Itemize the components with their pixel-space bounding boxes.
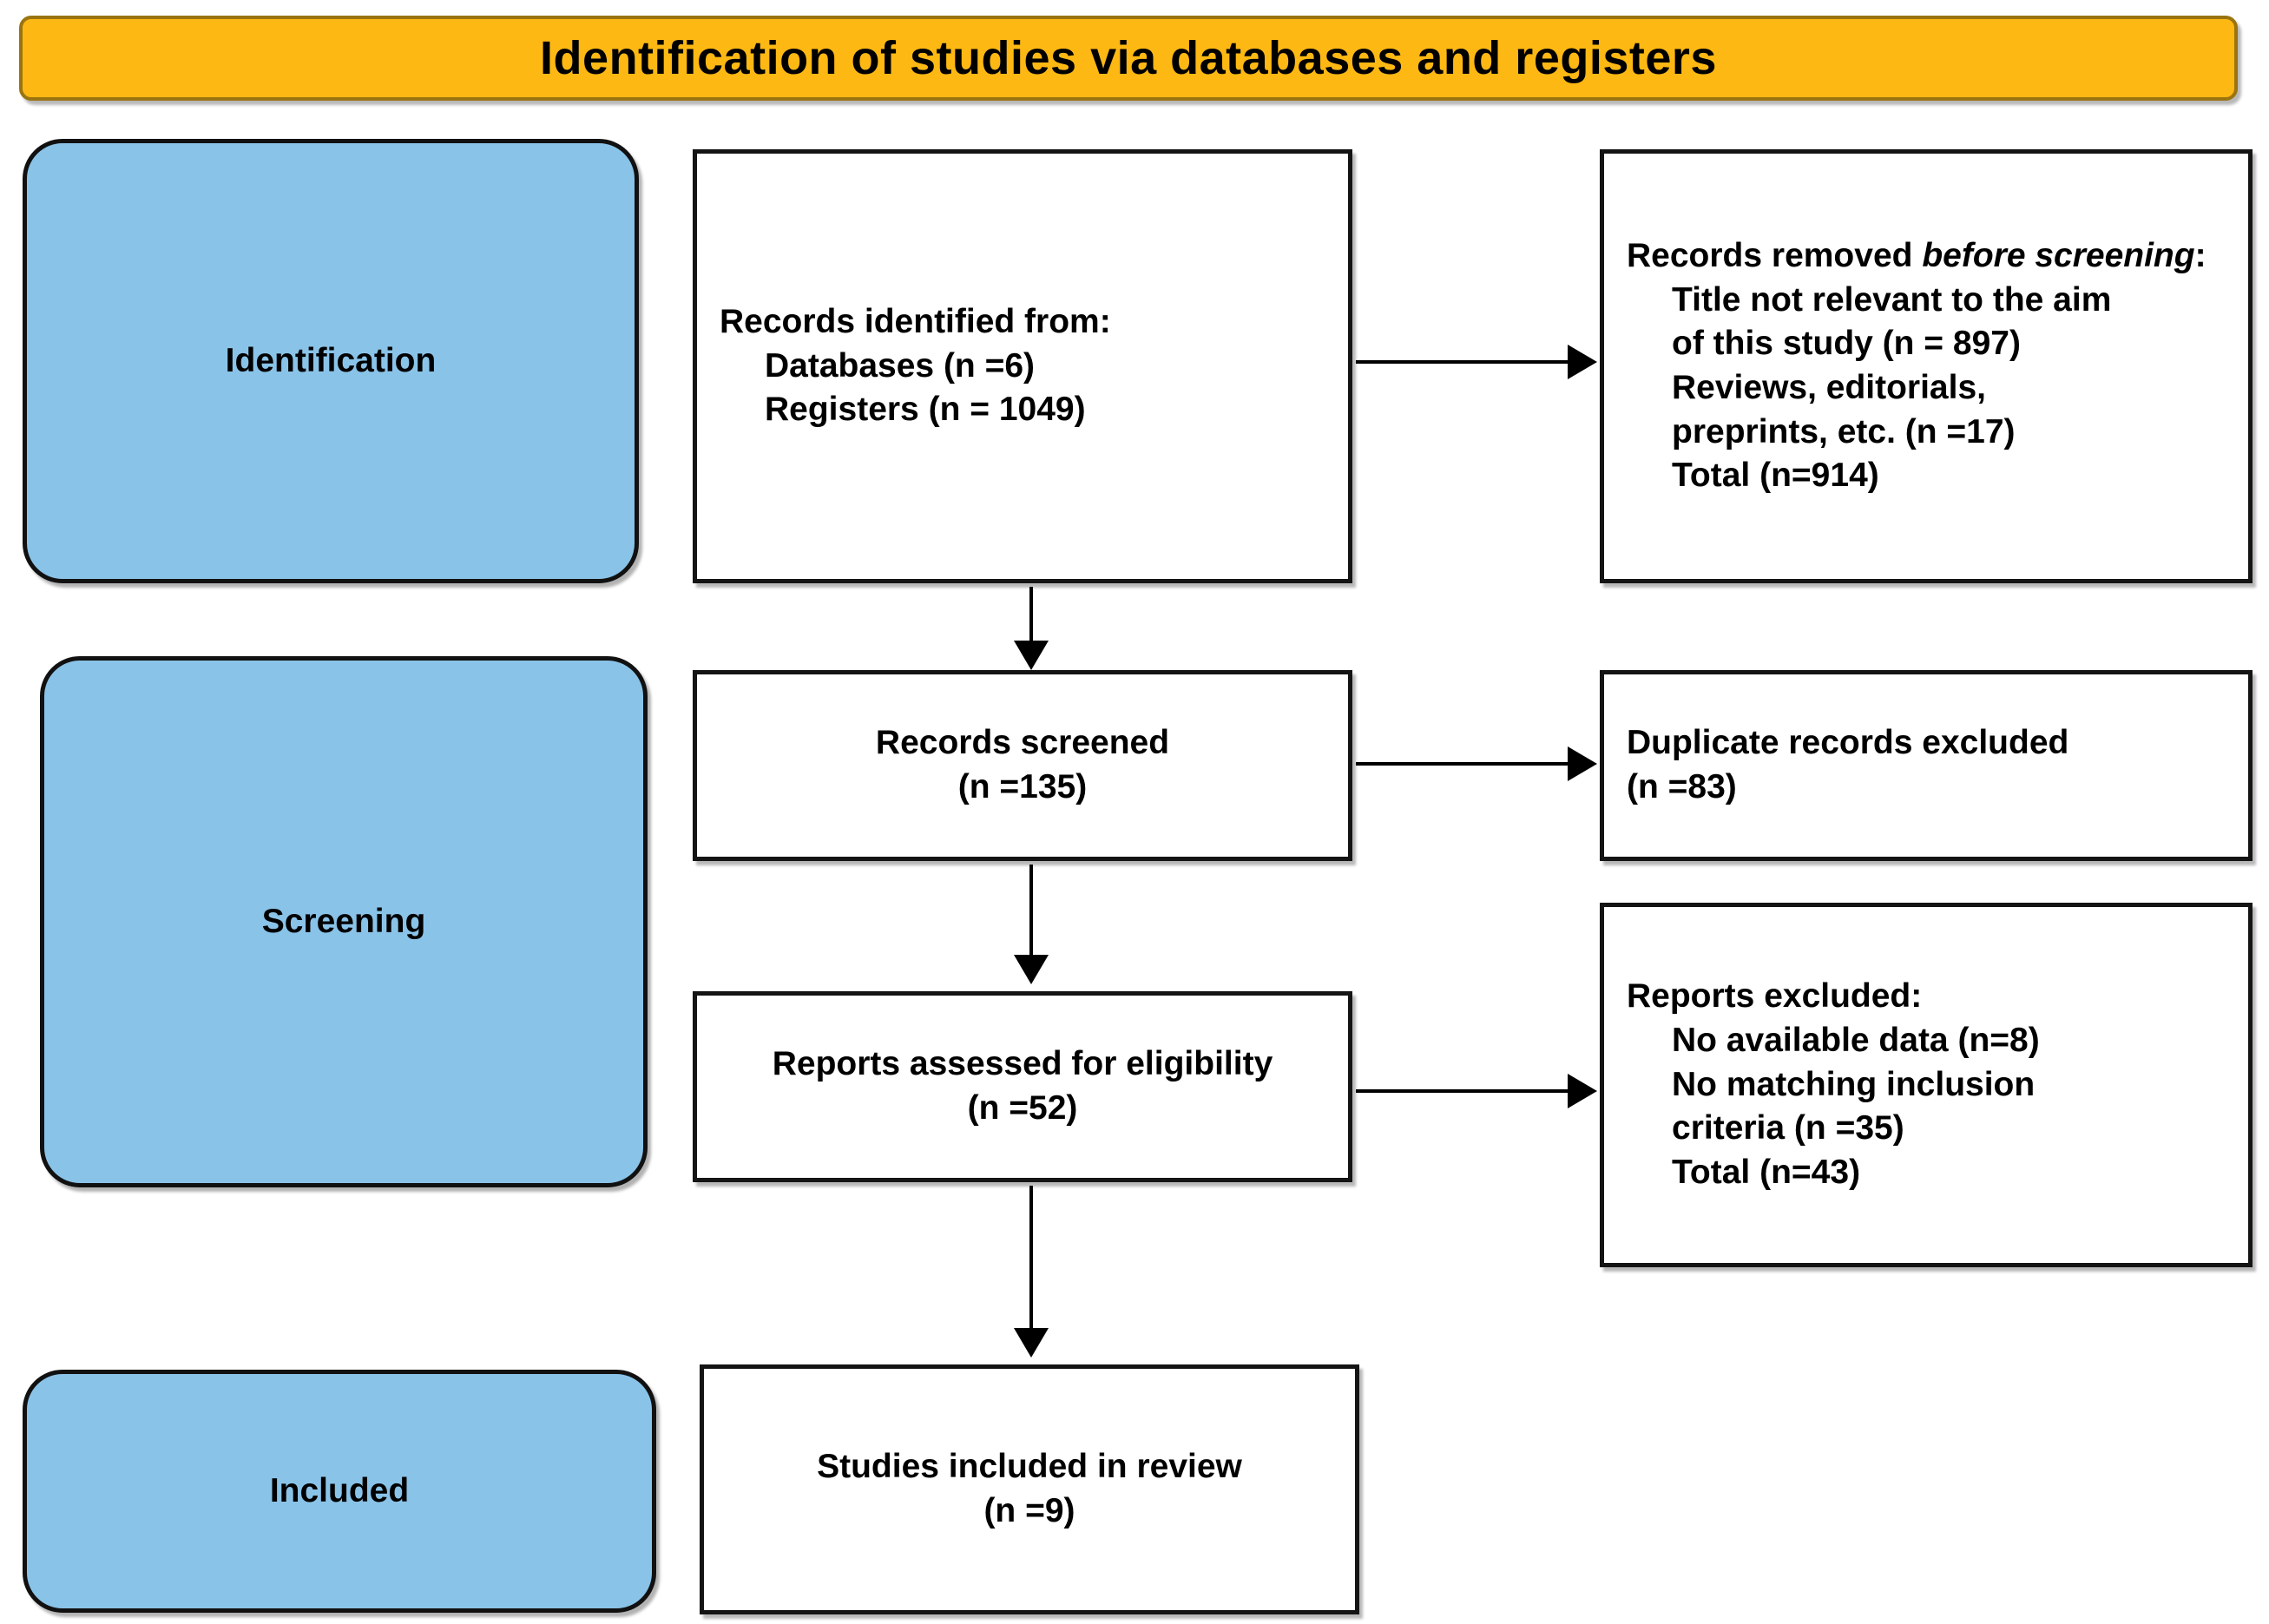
stage-box-included: Included [23, 1370, 656, 1613]
duplicates-excluded-line-1: (n =83) [1627, 768, 1737, 805]
stage-label-identification: Identification [225, 342, 437, 379]
records-identified-line-2: Registers (n = 1049) [765, 391, 1086, 429]
reports-excluded-line-2: No matching inclusion [1672, 1065, 2036, 1103]
records-removed-line-4: Total (n=914) [1672, 457, 1879, 495]
stage-box-screening: Screening [40, 656, 648, 1187]
box-reports-excluded: Reports excluded: No available data (n=8… [1600, 903, 2253, 1267]
reports-excluded-line-3: criteria (n =35) [1672, 1109, 1904, 1147]
connector-assessed-to-excluded-arrowhead [1568, 1074, 1597, 1108]
reports-excluded-line-0: Reports excluded: [1627, 977, 1923, 1016]
records-removed-line-3: preprints, etc. (n =17) [1672, 412, 2016, 450]
records-removed-line-0: Title not relevant to the aim [1672, 280, 2112, 319]
stage-label-included: Included [269, 1472, 410, 1509]
records-removed-line-1: of this study (n = 897) [1672, 325, 2021, 363]
connector-screened-to-duplicates-arrowhead [1568, 746, 1597, 781]
stage-label-screening: Screening [261, 903, 426, 940]
records-screened-line-0: Records screened [875, 724, 1170, 762]
box-records-identified: Records identified from: Databases (n =6… [693, 149, 1352, 583]
connector-screened-to-assessed-arrowhead [1014, 955, 1049, 984]
records-identified-line-1: Databases (n =6) [765, 346, 1036, 385]
banner-title: Identification of studies via databases … [540, 32, 1717, 84]
connector-assessed-to-excluded-line [1356, 1089, 1569, 1093]
reports-excluded-line-4: Total (n=43) [1672, 1154, 1861, 1192]
records-removed-line-2: Reviews, editorials, [1672, 369, 1986, 406]
reports-excluded-line-1: No available data (n=8) [1672, 1021, 2040, 1059]
reports-assessed-line-1: (n =52) [967, 1089, 1078, 1127]
records-screened-line-1: (n =135) [957, 768, 1088, 805]
studies-included-line-1: (n =9) [983, 1492, 1075, 1529]
records-identified-line-0: Records identified from: [720, 302, 1111, 340]
box-duplicates-excluded: Duplicate records excluded (n =83) [1600, 670, 2253, 861]
studies-included-line-0: Studies included in review [817, 1448, 1242, 1486]
connector-screened-to-assessed-line [1029, 865, 1033, 960]
box-reports-assessed: Reports assessed for eligibility (n =52) [693, 991, 1352, 1182]
records-removed-heading-italic: before screening [1922, 236, 2195, 274]
connector-identified-to-removed-arrowhead [1568, 345, 1597, 379]
records-removed-heading-suffix: : [2194, 236, 2207, 274]
connector-assessed-to-included-arrowhead [1014, 1328, 1049, 1358]
box-records-screened: Records screened (n =135) [693, 670, 1352, 861]
records-removed-heading-prefix: Records removed [1627, 236, 1923, 274]
records-removed-heading: Records removed before screening: [1627, 234, 2226, 279]
diagram-header-banner: Identification of studies via databases … [19, 16, 2238, 101]
stage-box-identification: Identification [23, 139, 639, 583]
connector-screened-to-duplicates-line [1356, 762, 1569, 766]
box-studies-included: Studies included in review (n =9) [700, 1364, 1359, 1614]
box-records-removed: Records removed before screening: Title … [1600, 149, 2253, 583]
duplicates-excluded-line-0: Duplicate records excluded [1627, 724, 2069, 762]
connector-identified-to-removed-line [1356, 360, 1569, 364]
connector-assessed-to-included-line [1029, 1186, 1033, 1333]
reports-assessed-line-0: Reports assessed for eligibility [772, 1045, 1273, 1083]
connector-identified-to-screened-arrowhead [1014, 641, 1049, 670]
connector-identified-to-screened-line [1029, 587, 1033, 646]
